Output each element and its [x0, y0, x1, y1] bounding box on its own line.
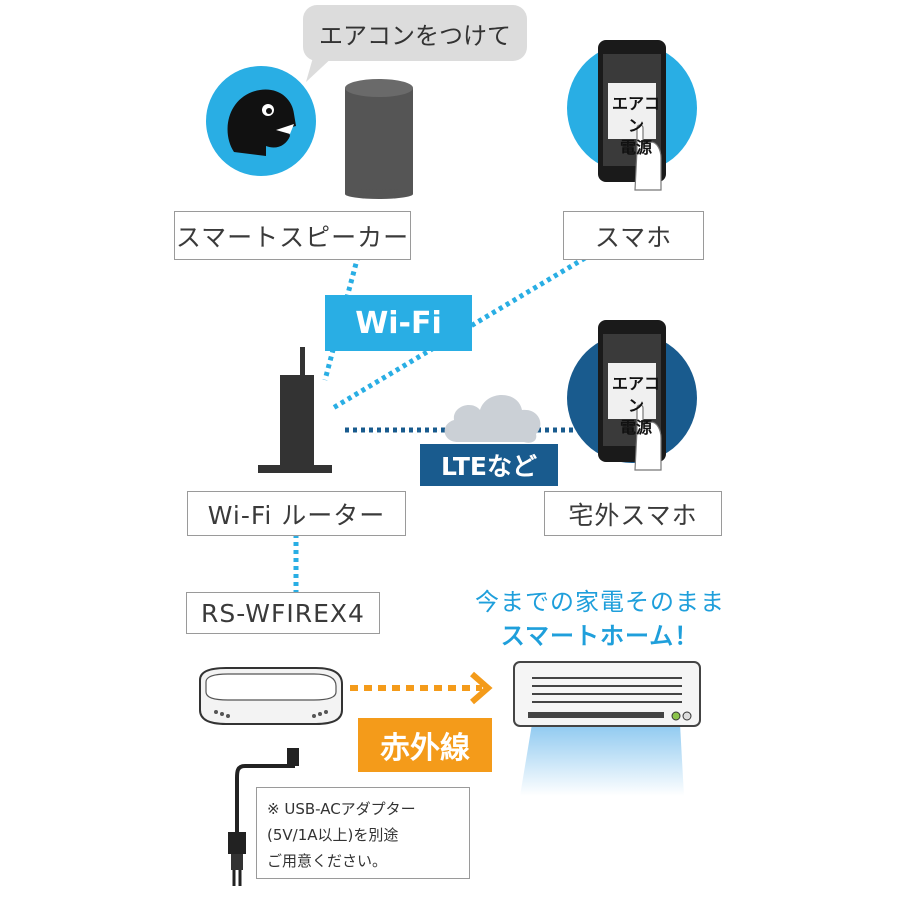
phone-screen-text-top: エアコン 電源: [607, 93, 665, 159]
router-icon: [258, 347, 332, 473]
adapter-note: ※ USB-ACアダプター (5V/1A以上)を別途 ご用意ください。: [256, 787, 470, 879]
infrared-badge: 赤外線: [358, 718, 492, 772]
wfirex4-device-icon: [199, 667, 343, 725]
phone-screen-line1-outdoor: エアコン: [611, 374, 660, 415]
outdoor-smartphone-icon: [567, 320, 697, 471]
note-line3: ご用意ください。: [267, 852, 388, 870]
lte-badge: LTEなど: [420, 444, 558, 486]
smartphone-label: スマホ: [563, 211, 704, 260]
phone-screen-line2: 電源: [619, 138, 652, 157]
smartphone-icon: [567, 40, 697, 191]
note-line1: ※ USB-ACアダプター: [267, 800, 416, 818]
phone-screen-line1: エアコン: [611, 94, 660, 135]
note-line2: (5V/1A以上)を別途: [267, 826, 399, 844]
phone-screen-text-outdoor: エアコン 電源: [607, 373, 665, 439]
smart-speaker-icon: [345, 79, 413, 199]
outdoor-phone-label: 宅外スマホ: [544, 491, 722, 536]
router-label: Wi-Fi ルーター: [187, 491, 406, 536]
infrared-arrow: [350, 671, 493, 705]
cloud-icon: [444, 395, 541, 443]
smart-speaker-label: スマートスピーカー: [174, 211, 411, 260]
tagline-line2: スマートホーム！: [500, 622, 700, 650]
air-conditioner-icon: [513, 661, 701, 796]
device-label: RS-WFIREX4: [186, 592, 380, 634]
speech-bubble: エアコンをつけて: [303, 5, 527, 61]
wifi-badge: Wi-Fi: [325, 295, 472, 351]
usb-cable-icon: [228, 748, 299, 886]
bubble-tail: [306, 54, 336, 82]
user-face-icon: [206, 66, 316, 176]
tagline-line1: 今までの家電そのまま: [475, 588, 725, 616]
phone-screen-line2-outdoor: 電源: [619, 418, 652, 437]
